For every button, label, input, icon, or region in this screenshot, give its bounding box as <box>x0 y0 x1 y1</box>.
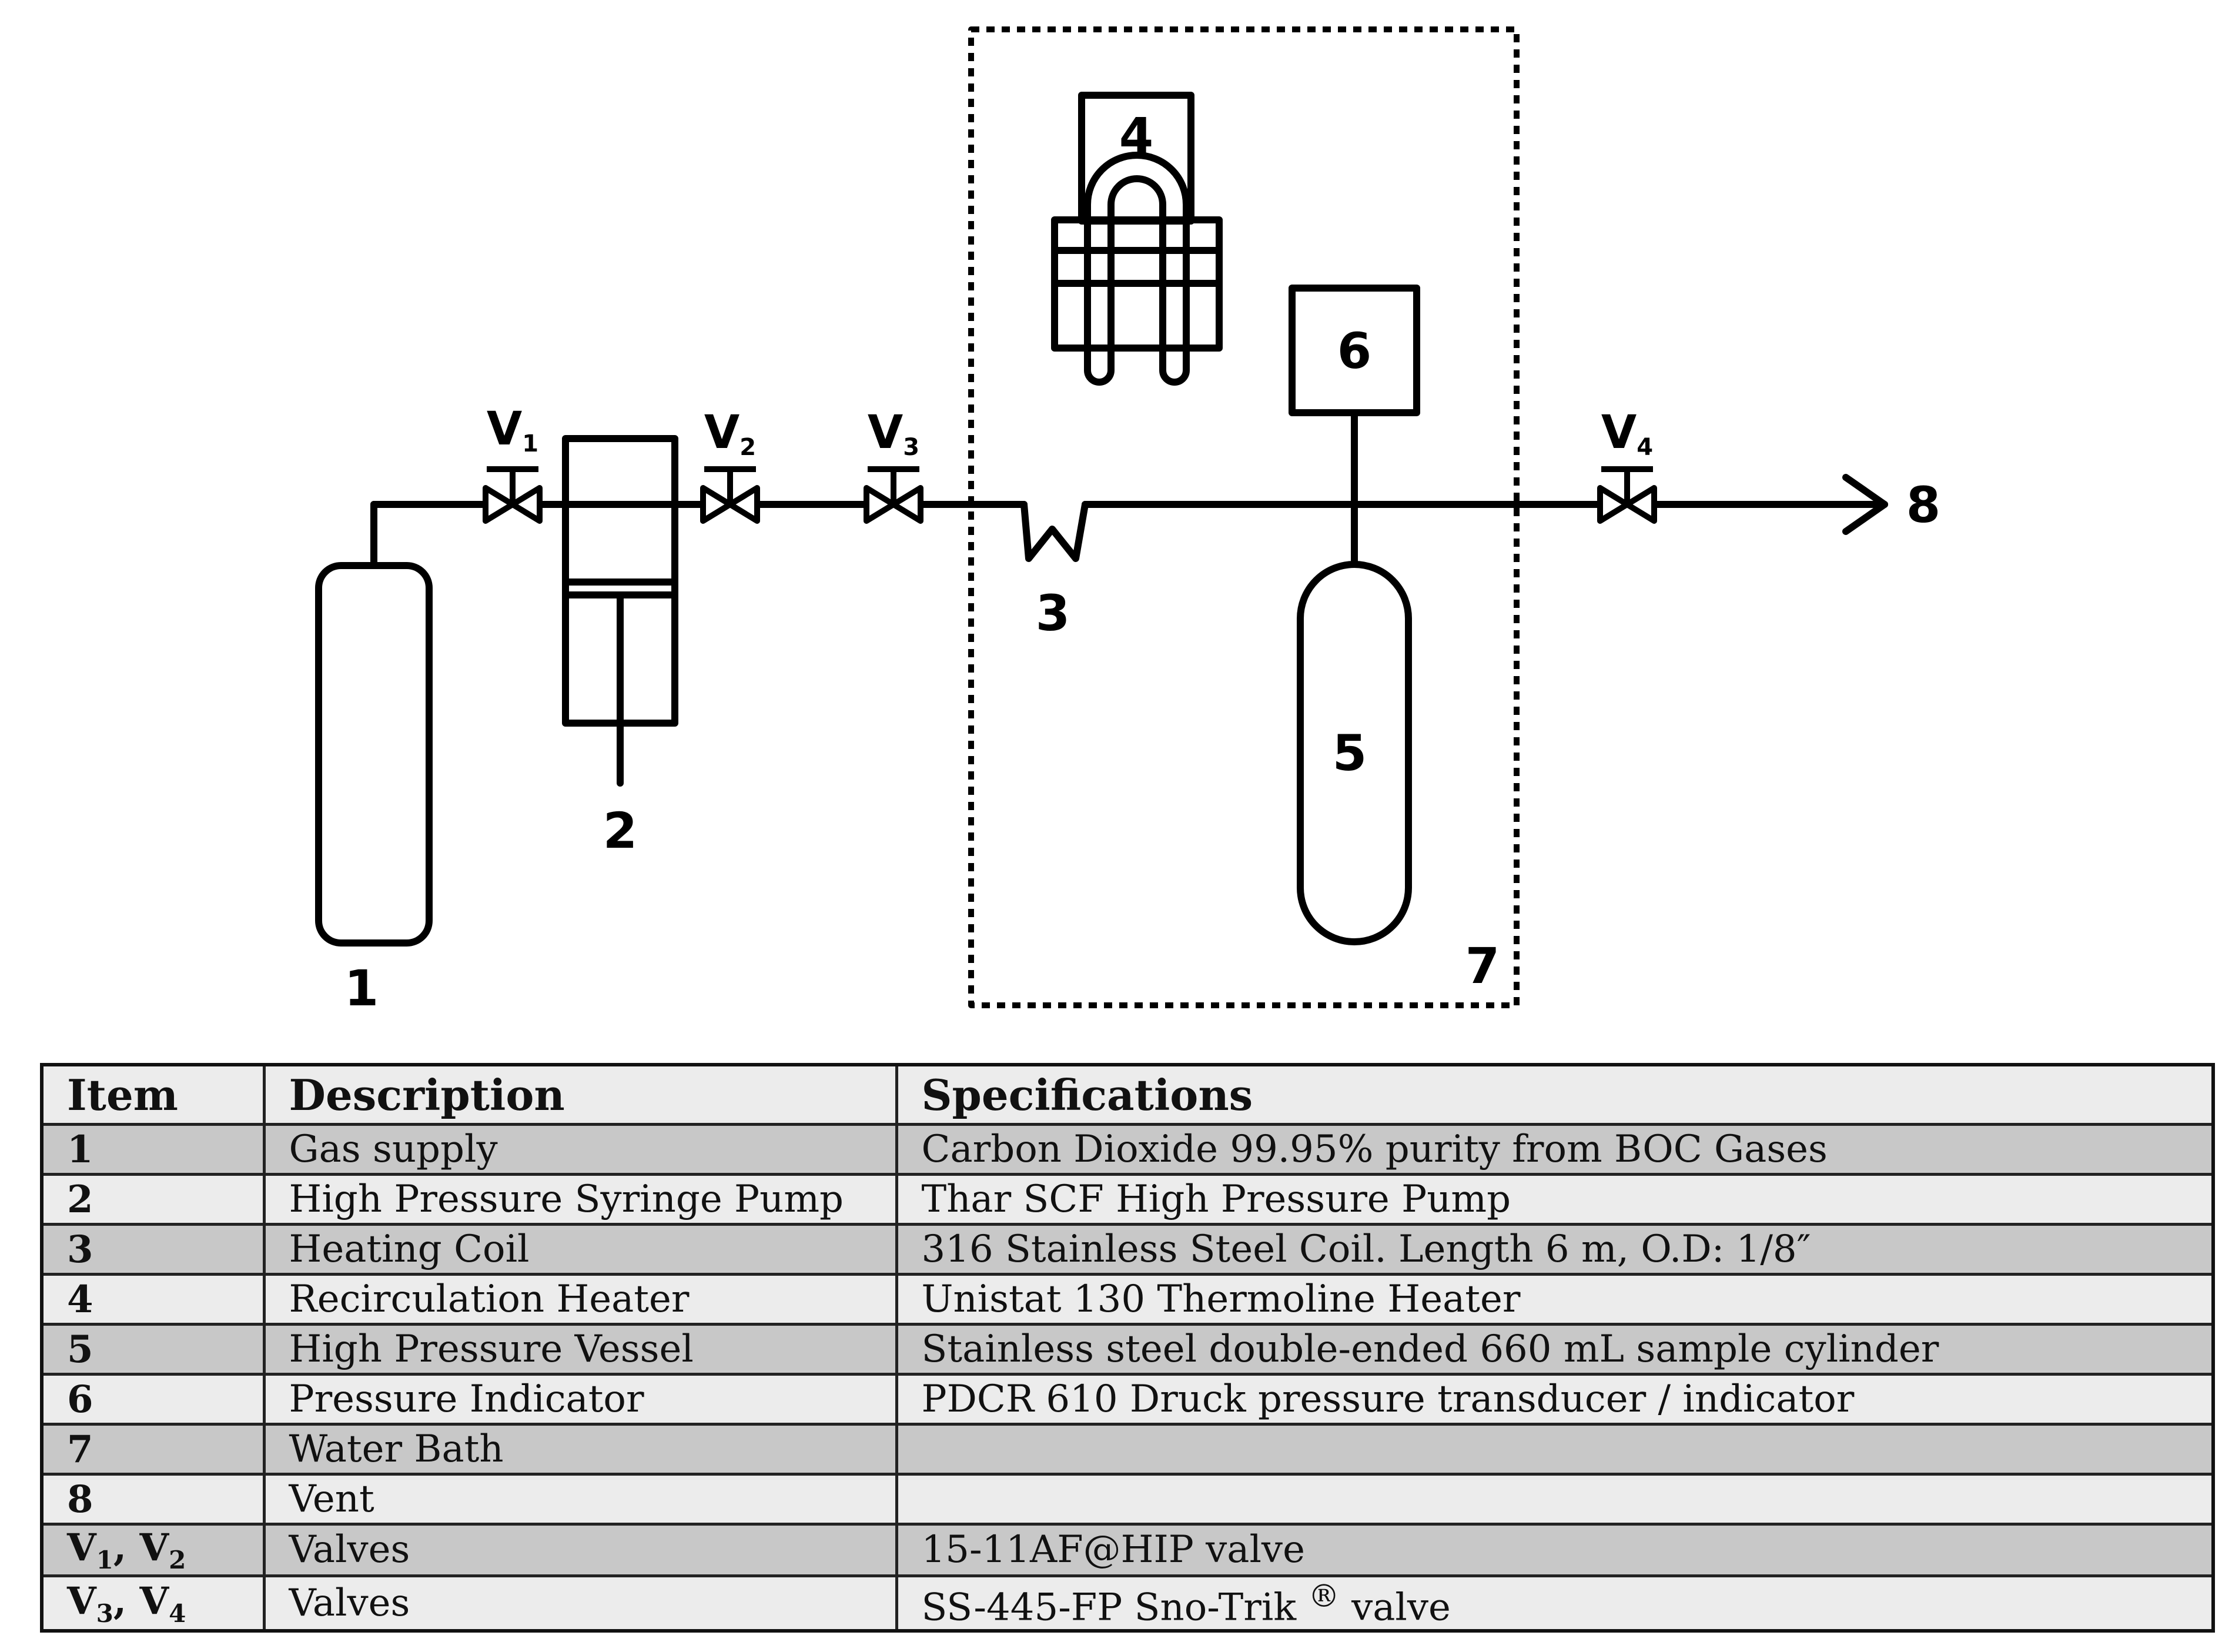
cell-description: High Pressure Syringe Pump <box>262 1173 898 1226</box>
cell-spec: 316 Stainless Steel Coil. Length 6 m, O.… <box>895 1223 2215 1276</box>
label-pressure-indicator: 6 <box>1337 322 1371 380</box>
pressure-vessel <box>1297 561 1412 945</box>
label-heater: 4 <box>1119 107 1153 165</box>
label-syringe-pump: 2 <box>603 802 637 860</box>
water-bath-enclosure <box>968 26 1520 1008</box>
label-vent: 8 <box>1906 476 1940 534</box>
table-row: 8 Vent <box>40 1473 2215 1526</box>
table-row: 4 Recirculation Heater Unistat 130 Therm… <box>40 1273 2215 1326</box>
cell-description: Heating Coil <box>262 1223 898 1276</box>
heater-coil-outer <box>1084 152 1190 386</box>
label-valve-1: V1 <box>487 403 538 457</box>
cell-spec: 15-11AF@HIP valve <box>895 1523 2215 1577</box>
label-heating-coil: 3 <box>1036 584 1070 642</box>
cell-description: Valves <box>262 1574 898 1633</box>
cell-item: V3, V4 <box>40 1574 266 1633</box>
cell-spec: Carbon Dioxide 99.95% purity from BOC Ga… <box>895 1123 2215 1176</box>
table-row: V1, V2 Valves 15-11AF@HIP valve <box>40 1523 2215 1577</box>
gas-cylinder <box>315 562 433 947</box>
label-valve-2: V2 <box>704 406 756 461</box>
heating-coil-symbol <box>1020 501 1089 562</box>
table-row: 3 Heating Coil 316 Stainless Steel Coil.… <box>40 1223 2215 1276</box>
label-vessel: 5 <box>1333 724 1367 782</box>
table-row: 1 Gas supply Carbon Dioxide 99.95% purit… <box>40 1123 2215 1176</box>
header-description: Description <box>262 1063 898 1126</box>
cell-description: Water Bath <box>262 1423 898 1476</box>
header-item: Item <box>40 1063 266 1126</box>
label-gas-supply: 1 <box>344 959 379 1017</box>
table-row: 7 Water Bath <box>40 1423 2215 1476</box>
cell-description: Pressure Indicator <box>262 1373 898 1426</box>
label-water-bath: 7 <box>1465 937 1500 995</box>
cell-spec: PDCR 610 Druck pressure transducer / ind… <box>895 1373 2215 1426</box>
table-row: V3, V4 Valves SS-445-FP Sno-Trik ® valve <box>40 1574 2215 1633</box>
cell-description: Recirculation Heater <box>262 1273 898 1326</box>
cell-item: 1 <box>40 1123 266 1176</box>
cell-description: Gas supply <box>262 1123 898 1176</box>
cell-item: V1, V2 <box>40 1523 266 1577</box>
cell-spec <box>895 1473 2215 1526</box>
cell-spec <box>895 1423 2215 1476</box>
label-valve-4: V4 <box>1601 406 1653 461</box>
cell-item: 6 <box>40 1373 266 1426</box>
cell-spec: Stainless steel double-ended 660 mL samp… <box>895 1323 2215 1376</box>
table-row: 5 High Pressure Vessel Stainless steel d… <box>40 1323 2215 1376</box>
vent-arrow <box>1842 474 1888 535</box>
label-valve-3: V3 <box>868 406 919 461</box>
cell-item: 4 <box>40 1273 266 1326</box>
cell-spec: Unistat 130 Thermoline Heater <box>895 1273 2215 1326</box>
cell-item: 2 <box>40 1173 266 1226</box>
cell-item: 3 <box>40 1223 266 1276</box>
cell-description: Valves <box>262 1523 898 1577</box>
cell-item: 7 <box>40 1423 266 1476</box>
cell-description: High Pressure Vessel <box>262 1323 898 1376</box>
cell-spec: SS-445-FP Sno-Trik ® valve <box>895 1574 2215 1633</box>
header-specifications: Specifications <box>895 1063 2215 1126</box>
equipment-legend-table: Item Description Specifications 1 Gas su… <box>40 1063 2215 1633</box>
cell-item: 5 <box>40 1323 266 1376</box>
table-row: 2 High Pressure Syringe Pump Thar SCF Hi… <box>40 1173 2215 1226</box>
cell-spec: Thar SCF High Pressure Pump <box>895 1173 2215 1226</box>
table-row: 6 Pressure Indicator PDCR 610 Druck pres… <box>40 1373 2215 1426</box>
process-flow-diagram: 1 2 3 4 5 6 7 8 V1 V2 V3 V4 <box>315 26 1940 1017</box>
cell-item: 8 <box>40 1473 266 1526</box>
valves-group <box>483 466 1657 524</box>
cell-description: Vent <box>262 1473 898 1526</box>
table-header-row: Item Description Specifications <box>40 1063 2215 1126</box>
